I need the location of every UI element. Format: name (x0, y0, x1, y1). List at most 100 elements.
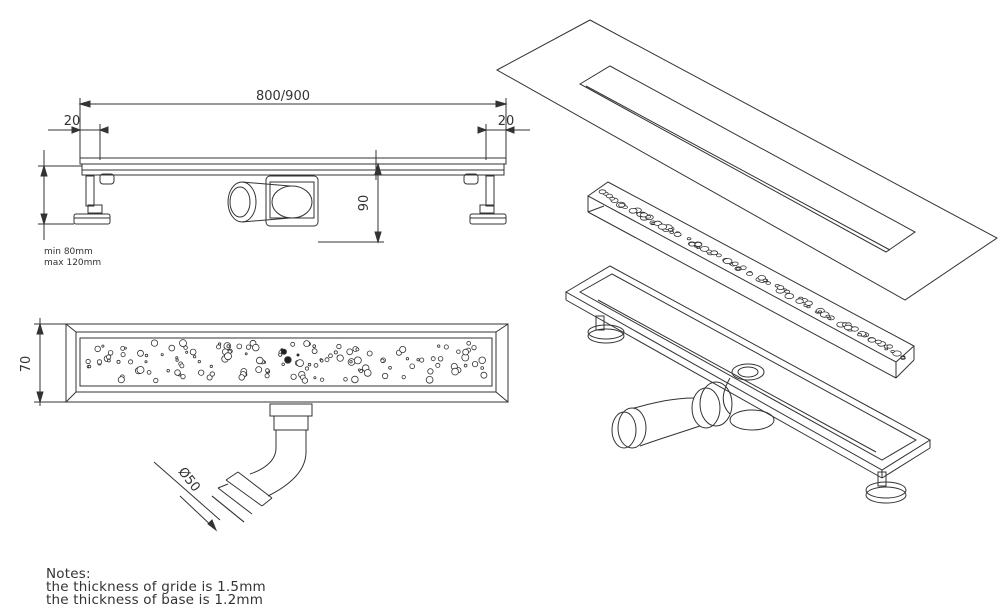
grate-hole (144, 353, 149, 358)
grate-hole (343, 377, 348, 382)
grate-hole (776, 285, 785, 291)
grate-hole (94, 345, 101, 353)
grate-hole (443, 344, 449, 350)
grate-hole (328, 353, 333, 359)
grate-hole (281, 362, 285, 366)
grate-hole (346, 348, 354, 356)
grate-hole (355, 347, 360, 352)
grate-hole (87, 364, 92, 369)
grate-hole (430, 356, 436, 362)
grate-hole (224, 352, 232, 361)
grate-hole (657, 223, 668, 230)
grate-hole (784, 293, 795, 300)
grate-hole (236, 343, 243, 350)
grate-hole (765, 281, 771, 285)
grate-hole (153, 377, 159, 384)
grate-hole (380, 358, 385, 363)
grate-hole (471, 344, 477, 351)
grate-hole (296, 359, 304, 368)
grate-hole (462, 348, 469, 356)
right-margin-label: 20 (498, 114, 515, 129)
grate-hole (193, 355, 197, 359)
grate-hole (189, 348, 197, 356)
grate-hole (731, 261, 739, 266)
isometric-grate-holes (598, 189, 906, 360)
grate-hole (463, 363, 468, 368)
grate-hole (252, 343, 260, 352)
grate-hole (746, 271, 754, 276)
grate-hole (686, 237, 692, 241)
grate-hole (874, 339, 882, 345)
grate-hole (180, 373, 186, 380)
grate-hole (795, 298, 804, 304)
grate-hole (480, 371, 488, 379)
grate-hole (336, 354, 344, 362)
grate-hole (107, 358, 111, 363)
plan-view (34, 318, 509, 532)
grate-hole (817, 310, 823, 314)
grate-hole (124, 346, 127, 350)
grate-hole (296, 353, 300, 357)
grate-hole (256, 356, 264, 365)
grate-hole (284, 356, 292, 364)
grate-hole (609, 196, 615, 201)
grate-hole (735, 267, 741, 271)
grate-hole (150, 339, 159, 347)
grate-hole (716, 253, 722, 258)
grate-hole (892, 350, 902, 357)
grate-hole (900, 356, 906, 360)
grate-hole (886, 344, 893, 349)
notes-line-2: the thickness of base is 1.2mm (46, 592, 264, 608)
grate-hole (639, 212, 648, 218)
overall-length-label: 800/900 (256, 89, 310, 104)
grate-hole (101, 344, 105, 348)
grate-hole (301, 377, 308, 384)
grate-hole (668, 227, 674, 232)
grate-hole (198, 369, 205, 376)
grate-hole (409, 363, 416, 370)
grate-hole (209, 371, 215, 377)
grate-hole (238, 374, 245, 381)
grate-hole (137, 349, 144, 357)
grate-hole (320, 359, 324, 363)
grate-hole (336, 343, 342, 350)
leg-max-label: max 120mm (44, 258, 101, 268)
grate-hole (598, 189, 607, 195)
isometric-grate (587, 181, 915, 379)
isometric-channel (564, 265, 931, 504)
grate-hole (804, 300, 813, 306)
left-margin-label: 20 (64, 114, 81, 129)
grate-hole (185, 350, 189, 354)
notes-line-1: the thickness of gride is 1.5mm (46, 579, 266, 595)
grate-hole (166, 369, 170, 373)
grate-hole (628, 208, 638, 214)
grate-hole (471, 360, 479, 368)
grate-hole (694, 241, 703, 247)
grate-hole (618, 202, 625, 208)
grate-hole (324, 357, 330, 363)
grate-hole (669, 230, 674, 234)
grate-hole (673, 231, 682, 237)
grate-hole (144, 360, 148, 364)
isometric-cover-plate (495, 19, 998, 301)
grate-hole (96, 359, 103, 365)
grate-hole (290, 341, 296, 347)
grate-hole (116, 359, 121, 364)
grate-hole (117, 376, 125, 384)
grate-hole (867, 337, 877, 343)
grate-hole (280, 348, 287, 355)
grate-hole (206, 374, 213, 381)
grate-hole (710, 250, 718, 256)
grate-hole (401, 374, 406, 380)
grate-hole (399, 345, 407, 353)
grate-hole (478, 356, 486, 364)
grate-hole (312, 344, 317, 349)
grate-hole (688, 241, 696, 247)
grate-hole (120, 352, 126, 358)
grate-hole (466, 340, 472, 346)
grate-hole (313, 363, 319, 368)
grate-hole (827, 316, 832, 320)
grate-hole (366, 350, 373, 357)
height-label: 90 (357, 195, 372, 212)
